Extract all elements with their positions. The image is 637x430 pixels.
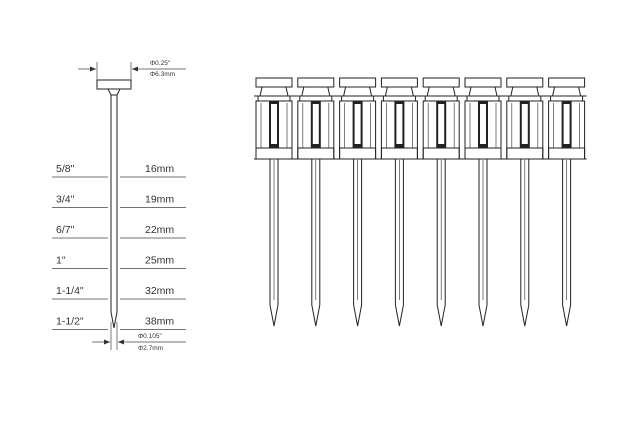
strip-nail-band	[548, 147, 586, 160]
strip-nail-head	[548, 77, 586, 88]
size-table: 5/8" 16mm 3/4" 19mm 6/7" 22mm 1" 25mm 1-1/4" 32mm…	[52, 163, 186, 330]
strip-nail-head	[255, 77, 293, 88]
strip-nail-shank	[520, 159, 530, 327]
strip-nail	[297, 77, 335, 327]
strip-nail-ring	[508, 95, 542, 102]
strip-nail-collar	[259, 86, 289, 97]
collated-nail-strip	[254, 77, 587, 327]
size-row: 1" 25mm	[52, 255, 186, 269]
strip-nail-ring	[257, 95, 291, 102]
strip-nail-head	[506, 77, 544, 88]
strip-nail-collar	[510, 86, 540, 97]
size-inch-label: 6/7"	[56, 224, 75, 236]
strip-nail-inner-highlight	[480, 104, 486, 144]
strip-nail-ring	[341, 95, 375, 102]
shank-dim-arrowhead-left	[104, 339, 110, 345]
strip-nail-collar	[342, 86, 373, 97]
shank-dim-arrowhead-right	[118, 339, 124, 345]
strip-nail-inner-highlight	[271, 104, 277, 144]
head-dim-arrowhead-left	[90, 66, 96, 72]
size-mm-label: 25mm	[145, 255, 174, 267]
strip-nail-ring	[466, 95, 500, 102]
strip-nail-inner-highlight	[563, 104, 570, 144]
size-row: 3/4" 19mm	[52, 194, 186, 208]
strip-nail-shank	[394, 159, 404, 327]
shank-dim-metric: Φ2.7mm	[138, 345, 163, 352]
strip-nail-shank	[478, 159, 488, 327]
size-row: 6/7" 22mm	[52, 224, 186, 239]
size-mm-label: 22mm	[145, 224, 174, 236]
size-mm-label: 38mm	[145, 316, 174, 328]
strip-nail-head	[464, 77, 502, 88]
nail-collar	[107, 88, 121, 96]
strip-nail-band	[422, 147, 460, 160]
size-mm-label: 19mm	[145, 194, 174, 206]
strip-nail-inner-highlight	[396, 104, 403, 144]
head-dim-imperial: Φ0.25"	[150, 60, 171, 67]
strip-nail-inner-highlight	[354, 104, 361, 144]
strip-nail-head	[339, 77, 377, 88]
strip-nail-ring	[550, 95, 584, 102]
size-inch-label: 1-1/4"	[56, 285, 84, 297]
strip-nail	[548, 77, 586, 327]
size-mm-label: 32mm	[145, 285, 174, 297]
strip-nail-inner-highlight	[521, 104, 528, 144]
strip-nail-band	[339, 147, 377, 160]
strip-nail-band	[380, 147, 418, 160]
size-row: 1-1/4" 32mm	[52, 285, 186, 300]
size-inch-label: 3/4"	[56, 194, 75, 206]
strip-nail	[506, 77, 544, 327]
strip-nail-band	[464, 147, 502, 160]
strip-nail-shank	[311, 159, 321, 327]
strip-nail	[380, 77, 418, 327]
strip-nail	[422, 77, 460, 327]
size-inch-label: 5/8"	[56, 163, 75, 175]
strip-nail-band	[297, 147, 335, 160]
strip-nail-ring	[299, 95, 333, 102]
size-row: 5/8" 16mm	[52, 163, 186, 178]
strip-nail-shank	[436, 159, 446, 327]
strip-nail-collar	[468, 86, 498, 97]
strip-nail-collar	[426, 86, 456, 97]
strip-nail-head	[297, 77, 335, 88]
size-inch-label: 1-1/2"	[56, 316, 84, 328]
strip-nail-collar	[551, 86, 582, 97]
size-mm-label: 16mm	[145, 163, 174, 175]
strip-nail-inner-highlight	[312, 104, 319, 144]
strip-nail-shank	[269, 159, 279, 327]
strip-nail-collar	[301, 86, 331, 97]
strip-nail	[255, 77, 293, 327]
nail-head	[96, 79, 132, 90]
strip-nail-shank	[353, 159, 363, 327]
shank-dim-imperial: Φ0.105"	[138, 333, 162, 340]
strip-nail-collar	[384, 86, 415, 97]
strip-nail-ring	[382, 95, 416, 102]
strip-nail-band	[255, 147, 293, 160]
strip-nail-head	[422, 77, 460, 88]
strip-nail-inner-highlight	[438, 104, 445, 144]
size-row: 1-1/2" 38mm	[52, 316, 186, 330]
strip-nail-head	[380, 77, 418, 88]
strip-nail-band	[506, 147, 544, 160]
head-dim-arrowhead-right	[132, 66, 138, 72]
strip-nail	[339, 77, 377, 327]
strip-nail-ring	[424, 95, 458, 102]
size-inch-label: 1"	[56, 255, 66, 267]
strip-nail	[464, 77, 502, 327]
single-nail-drawing: Φ0.25" Φ6.3mm Φ0.105" Φ2.7mm 5/8" 16mm 3/4…	[52, 60, 186, 352]
strip-nail-shank	[562, 159, 572, 327]
nail-shank	[110, 95, 118, 329]
head-dim-metric: Φ6.3mm	[150, 71, 175, 78]
